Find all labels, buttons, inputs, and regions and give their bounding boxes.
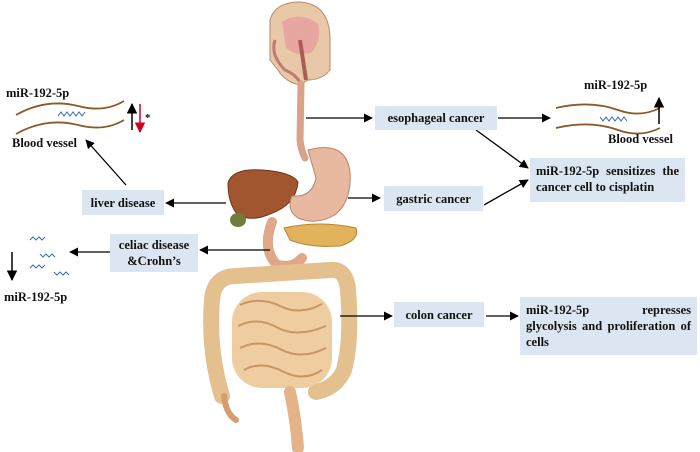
- gastric-cancer-box: gastric cancer: [384, 186, 483, 211]
- arrow-gastric-to-sensitizes: [483, 179, 529, 206]
- rectum-illustration: [284, 386, 304, 452]
- appendix-illustration: [221, 393, 239, 423]
- esophageal-cancer-box: esophageal cancer: [375, 106, 497, 130]
- sensitizes-cisplatin-box: miR-192-5p sensitizes the cancer cell to…: [530, 158, 685, 202]
- arrow-esophageal-to-sensitizes: [475, 129, 529, 169]
- blood-vessel-right-illustration: [555, 103, 661, 135]
- asterisk-label: *: [145, 112, 151, 124]
- blood-vessel-left-illustration: [15, 100, 125, 135]
- liver-illustration: [227, 169, 299, 219]
- mirna-label-right: miR-192-5p: [584, 78, 648, 92]
- small-intestine-illustration: [232, 292, 332, 388]
- arrow-liver-disease-to-vessel: [85, 139, 127, 186]
- digestive-system-illustration: [203, 1, 358, 452]
- gallbladder-illustration: [230, 213, 246, 227]
- head-section-illustration: [269, 1, 331, 86]
- stomach-illustration: [289, 147, 351, 222]
- liver-disease-box: liver disease: [82, 190, 164, 215]
- duodenum-illustration: [262, 217, 307, 271]
- mirna-fragments-illustration: [29, 236, 70, 276]
- celiac-line-2: &Crohn’s: [127, 254, 181, 268]
- colon-cancer-box: colon cancer: [394, 302, 484, 327]
- celiac-crohns-box: celiac disease &Crohn’s: [110, 234, 198, 272]
- mirna-label-bottom: miR-192-5p: [4, 290, 68, 304]
- celiac-line-1: celiac disease: [118, 238, 190, 252]
- represses-glycolysis-box: miR-192-5p represses glycolysis and prol…: [520, 297, 697, 355]
- blood-vessel-label-left: Blood vessel: [12, 136, 77, 150]
- esophagus-illustration: [296, 80, 309, 162]
- colon-illustration: [203, 261, 358, 404]
- pancreas-illustration: [283, 223, 358, 247]
- blood-vessel-label-right: Blood vessel: [608, 132, 673, 146]
- mirna-label-left: miR-192-5p: [6, 86, 70, 100]
